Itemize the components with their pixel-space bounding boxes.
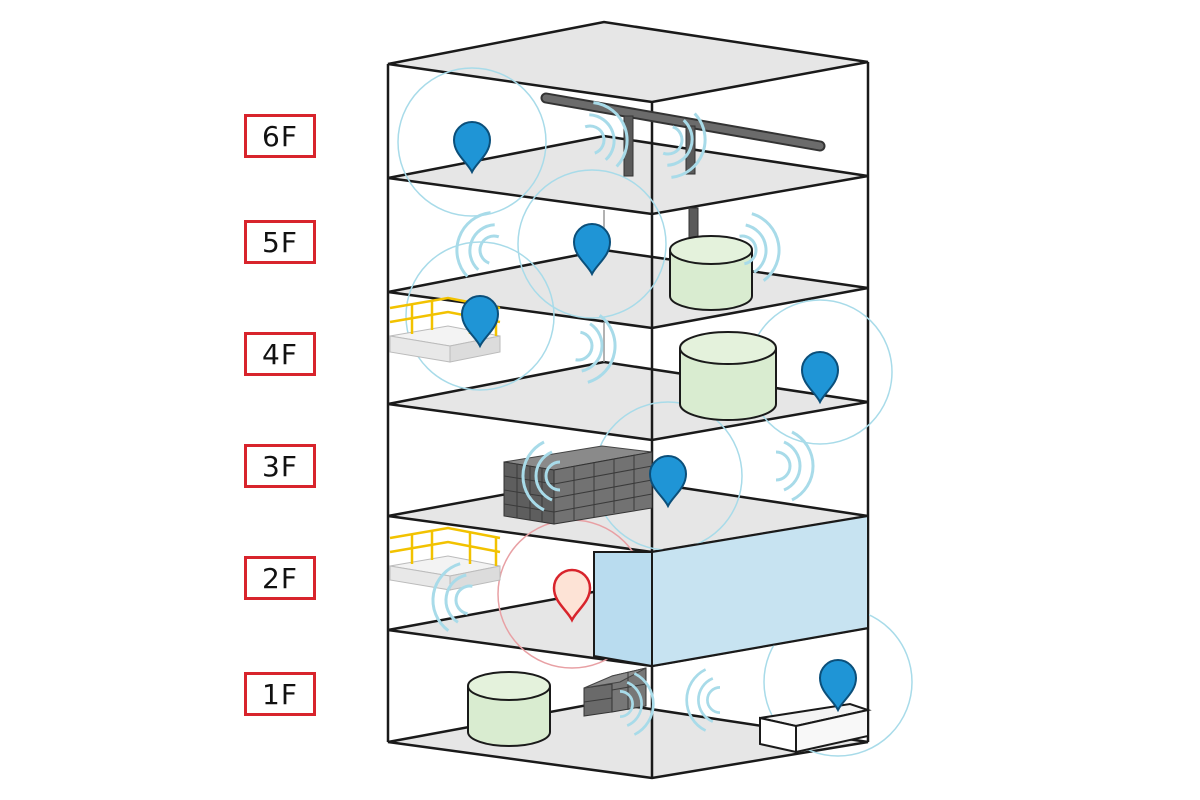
roof-plane (387, 20, 869, 104)
water-volume-2f (593, 514, 869, 668)
floor-label-5f: 5F (244, 220, 316, 264)
tank-5f (669, 235, 753, 311)
tank-4f (679, 331, 777, 421)
tank-1f (467, 671, 551, 747)
sensor-pin-1f (819, 659, 857, 711)
floor-label-3f: 3F (244, 444, 316, 488)
coverage-5f (517, 169, 667, 319)
coverage-6f (397, 67, 547, 217)
slab-4f (387, 360, 869, 442)
coverage-4f-left (405, 241, 555, 391)
floor-label-1f: 1F (244, 672, 316, 716)
floor-label-2f: 2F (244, 556, 316, 600)
floor-label-6f: 6F (244, 114, 316, 158)
box-1f (759, 702, 872, 754)
crate-stack-1f (583, 667, 647, 717)
floor-label-4f: 4F (244, 332, 316, 376)
platform-2f (389, 526, 501, 591)
